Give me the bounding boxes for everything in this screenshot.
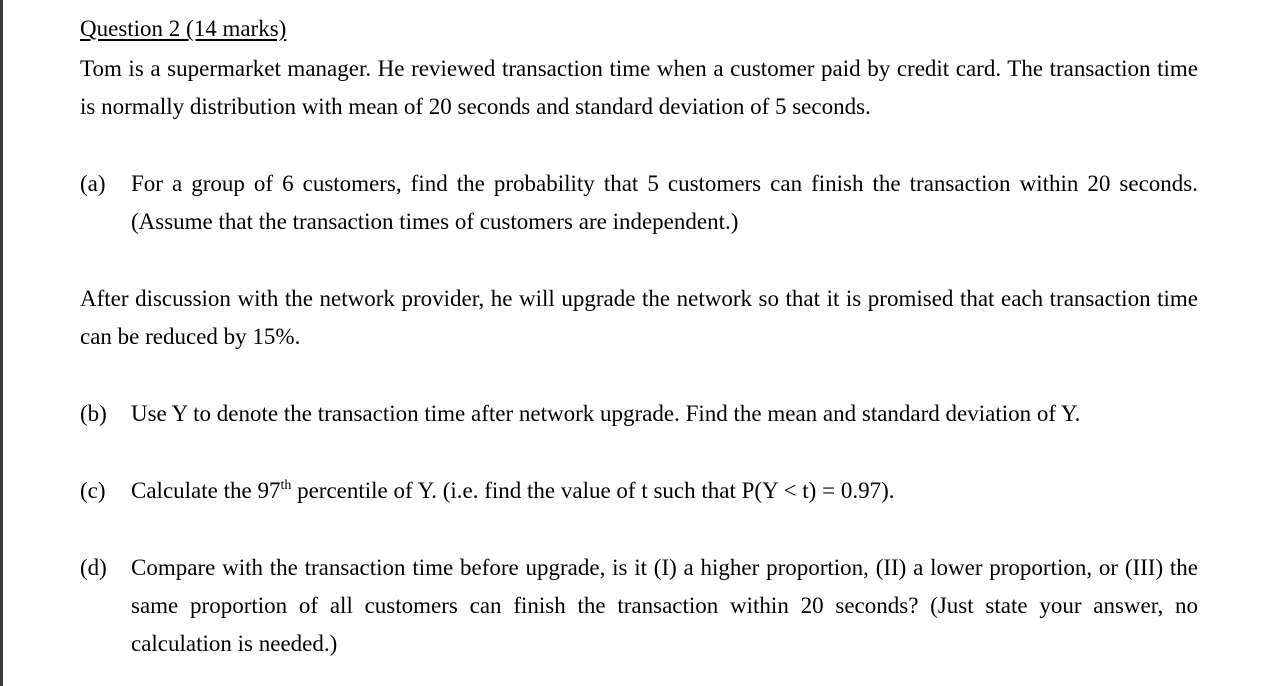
part-a-text: For a group of 6 customers, find the pro… [131, 171, 1198, 234]
part-a-label: (a) [80, 171, 106, 196]
question-intro: Tom is a supermarket manager. He reviewe… [80, 56, 1198, 119]
page-left-border [0, 0, 3, 686]
part-d: (d) Compare with the transaction time be… [80, 549, 1198, 663]
part-d-label: (d) [80, 555, 107, 580]
part-c: (c) Calculate the 97th percentile of Y. … [80, 472, 1198, 510]
part-c-text: Calculate the 97th percentile of Y. (i.e… [131, 472, 1198, 510]
part-b-text: Use Y to denote the transaction time aft… [131, 401, 1081, 426]
part-c-superscript: th [280, 478, 292, 493]
part-c-label: (c) [80, 478, 106, 503]
part-b: (b) Use Y to denote the transaction time… [80, 395, 1198, 433]
part-b-label: (b) [80, 401, 107, 426]
document-body: Question 2 (14 marks) Tom is a supermark… [80, 14, 1198, 663]
part-c-text-before: Calculate the 97 [131, 478, 281, 503]
part-a: (a) For a group of 6 customers, find the… [80, 165, 1198, 241]
part-d-text: Compare with the transaction time before… [131, 555, 1198, 656]
discussion-paragraph: After discussion with the network provid… [80, 286, 1198, 349]
question-title: Question 2 (14 marks) [80, 16, 287, 41]
part-c-text-after: percentile of Y. (i.e. find the value of… [291, 478, 895, 503]
